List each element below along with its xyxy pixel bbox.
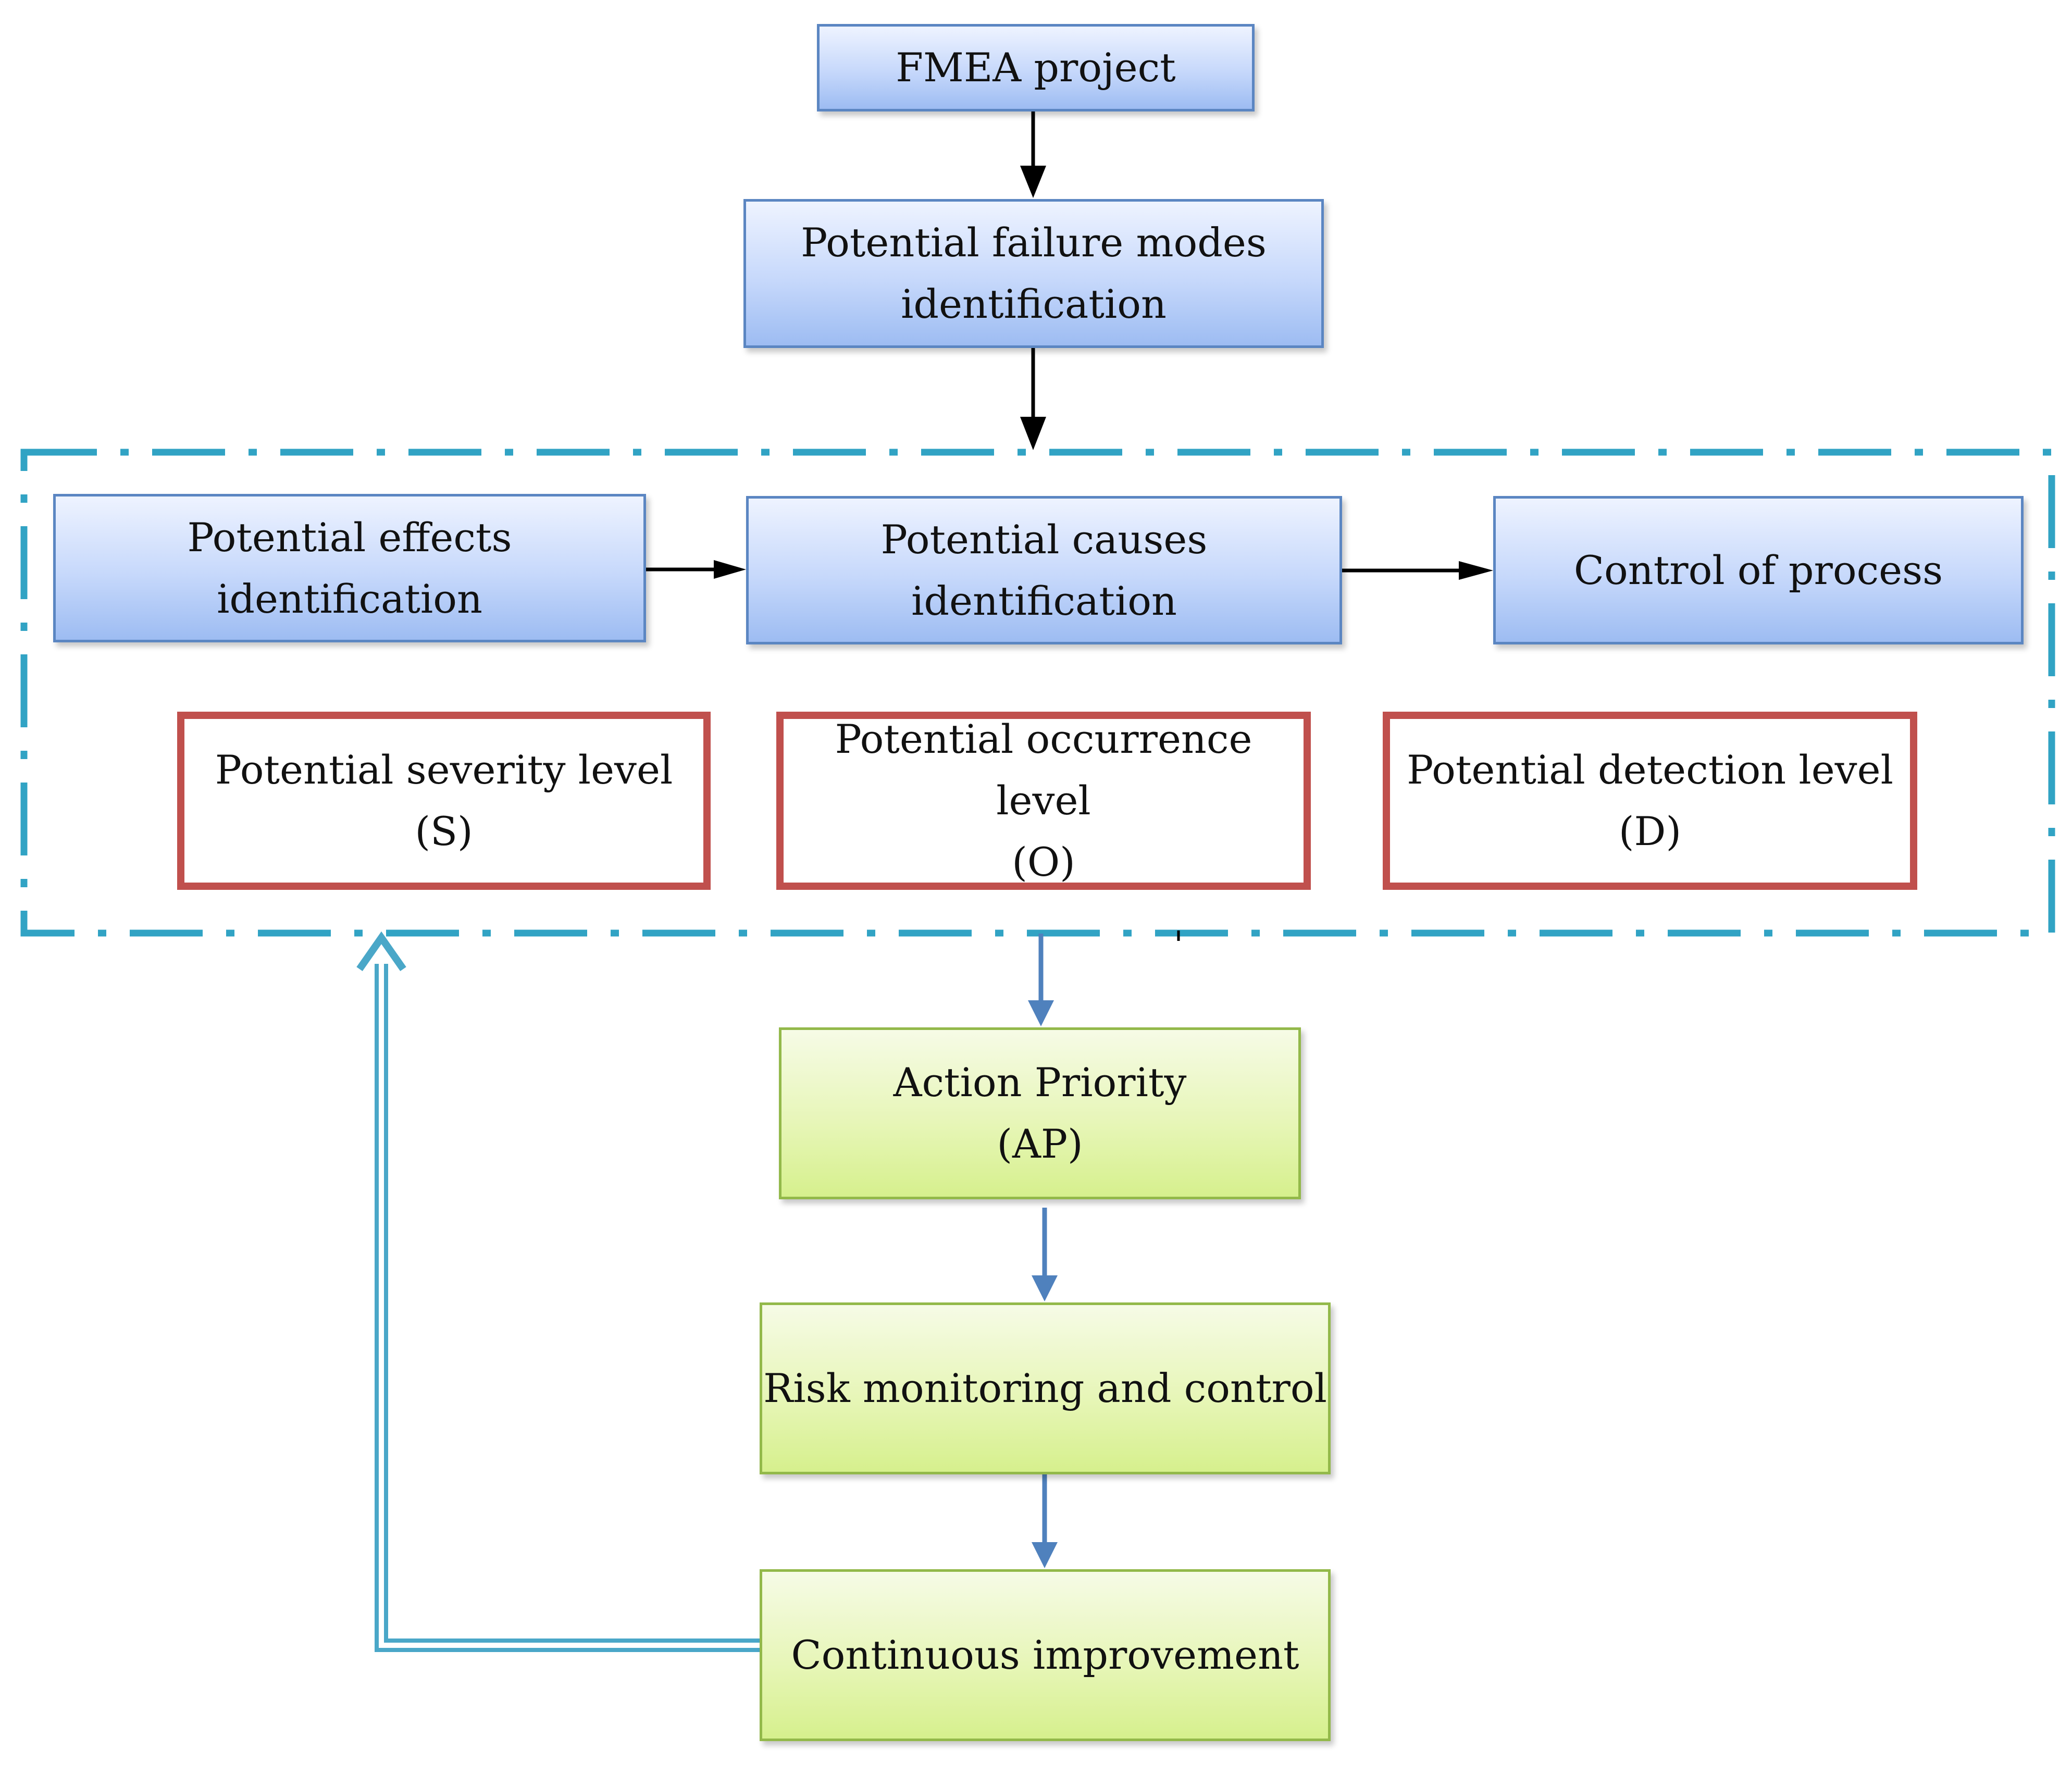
continuous-improvement-box: Continuous improvement: [760, 1569, 1331, 1741]
potential-effects-label: Potential effects identification: [187, 514, 512, 622]
failure-modes-box: Potential failure modes identification: [743, 199, 1324, 348]
continuous-improvement-label: Continuous improvement: [791, 1632, 1299, 1678]
potential-causes-label: Potential causes identification: [880, 516, 1208, 624]
control-of-process-label: Control of process: [1573, 547, 1943, 593]
occurrence-label-line1: Potential occurrence level: [835, 716, 1252, 824]
failure-modes-label-line1: Potential failure modes: [801, 219, 1267, 266]
action-priority-label-line2: (AP): [997, 1121, 1083, 1167]
detection-level-box: Potential detection level (D): [1383, 712, 1917, 890]
arrow-causes-to-control: [1342, 561, 1493, 580]
arrow-failure-modes-to-group: [1020, 348, 1046, 450]
failure-modes-label-line2: identification: [901, 281, 1167, 327]
arrow-risk-to-improvement: [1032, 1474, 1058, 1568]
control-of-process-box: Control of process: [1493, 496, 2024, 644]
severity-label-line1: Potential severity level: [215, 747, 673, 793]
arrow-action-priority-to-risk: [1032, 1208, 1058, 1301]
fmea-project-label: FMEA project: [896, 44, 1176, 91]
potential-effects-box: Potential effects identification: [53, 494, 646, 642]
arrow-group-to-action-priority: [1028, 934, 1054, 1026]
arrow-project-to-failure-modes: [1020, 111, 1046, 198]
occurrence-level-box: Potential occurrence level (O): [776, 712, 1311, 890]
risk-monitoring-box: Risk monitoring and control: [760, 1302, 1331, 1474]
arrow-effects-to-causes: [646, 560, 746, 579]
severity-level-box: Potential severity level (S): [177, 712, 711, 890]
potential-causes-box: Potential causes identification: [746, 496, 1342, 644]
process-group-border: [20, 449, 2055, 937]
detection-label-line1: Potential detection level: [1407, 747, 1893, 793]
severity-label-line2: (S): [415, 808, 473, 854]
fmea-project-box: FMEA project: [817, 24, 1255, 111]
action-priority-box: Action Priority (AP): [779, 1027, 1301, 1199]
detection-label-line2: (D): [1618, 808, 1682, 854]
feedback-arrow-improvement-to-group: [356, 931, 760, 1652]
risk-monitoring-label: Risk monitoring and control: [763, 1365, 1327, 1411]
occurrence-label-line2: (O): [1012, 839, 1075, 885]
action-priority-label-line1: Action Priority: [893, 1059, 1187, 1106]
